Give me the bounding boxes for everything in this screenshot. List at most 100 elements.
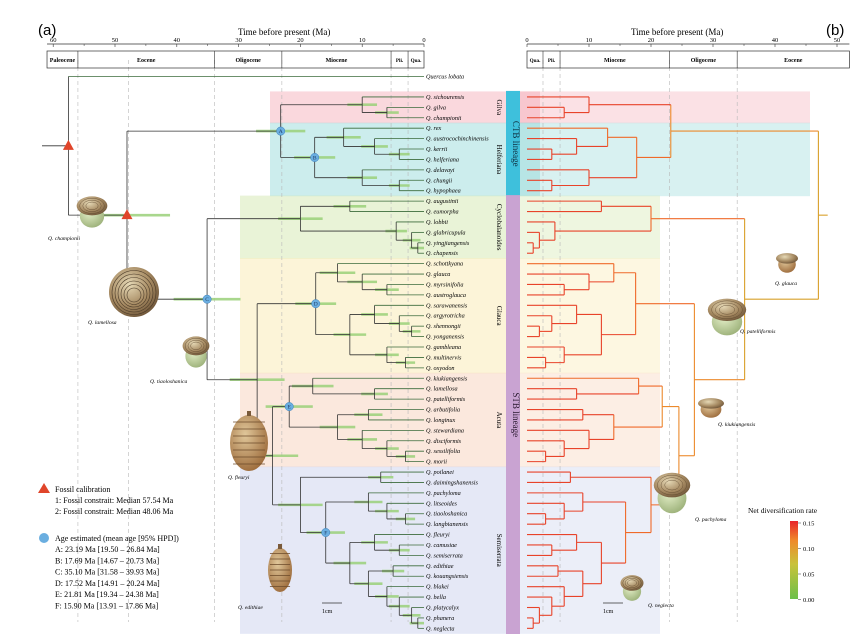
acorn-cup: [620, 575, 644, 591]
taxon-label: Q. kiukiangensis: [426, 375, 468, 382]
taxon-outgroup: Quercus lobata: [426, 74, 464, 81]
acorn-label: Q. tiaoloshanica: [150, 379, 187, 385]
band-right-semiserrata: [520, 466, 660, 634]
scale-label-left: 1cm: [322, 609, 333, 615]
legend-age-item: C: 35.10 Ma [31.58 – 39.93 Ma]: [55, 568, 160, 577]
acorn-illustration: Q. lamellosa: [88, 267, 159, 326]
acorn-ring: [185, 338, 207, 354]
acorn-cup: [653, 472, 691, 498]
epoch-right-0: Qua.: [530, 58, 542, 64]
epoch-right-1: Pli.: [548, 58, 556, 64]
taxon-label: Q. augustinii: [426, 198, 459, 205]
epoch-left-1: Eocene: [137, 58, 156, 64]
acorn-ring: [622, 576, 642, 590]
acorn-label: Q. glauca: [775, 281, 797, 287]
right-tick-label-50: 50: [834, 37, 841, 44]
acorn-ring: [85, 201, 99, 210]
acorn-ring: [190, 341, 202, 350]
acorn-illustration: Q. fleuryi: [228, 411, 268, 481]
acorn-label: Q. fleuryi: [228, 474, 250, 481]
rate-tick-label: 0.05: [803, 572, 814, 579]
ctb-lineage-label: CTB lineage: [511, 121, 521, 167]
rate-tick-label: 0.15: [803, 521, 814, 528]
taxon-label: Q. lamellosa: [426, 386, 458, 393]
taxon-label: Q. longinux: [426, 417, 455, 424]
taxon-label: Q. sichourensis: [426, 94, 465, 101]
right-tick-label-40: 40: [772, 37, 779, 44]
acorn-label: Q. pachyloma: [695, 517, 727, 523]
acorn-illustration: Q. glauca: [775, 253, 798, 287]
acorn-cup: [776, 253, 798, 264]
taxon-label: Q. stewardiana: [426, 427, 464, 434]
node-label-A: A: [279, 129, 283, 135]
taxon-label: Q. poilanei: [426, 469, 454, 476]
taxon-label: Q. fleuryi: [426, 532, 450, 539]
panel-label-b: (b): [826, 22, 844, 39]
node-label-F: F: [324, 531, 327, 537]
taxon-label: Q. shennongii: [426, 323, 461, 330]
legend-fossil-item: 1: Fossil constrait: Median 57.54 Ma: [55, 496, 174, 505]
acorn-ring: [719, 305, 735, 315]
taxon-label: Q. lobbii: [426, 219, 448, 226]
acorn-ring: [711, 300, 743, 319]
rate-tick-label: 0.00: [803, 597, 814, 604]
diversification-tree: [527, 96, 828, 629]
legend-age-item: A: 23.19 Ma [19.50 – 26.84 Ma]: [55, 545, 160, 554]
taxon-label: Q. arbutifolia: [426, 407, 460, 414]
taxon-label: Q. gambleana: [426, 344, 461, 351]
node-marker-C: [202, 294, 212, 304]
right-tick-label-10: 10: [586, 37, 593, 44]
legend-age-title: Age estimated (mean age [95% HPD]): [55, 534, 179, 543]
acorn-ring: [660, 477, 684, 493]
node-label-C: C: [205, 297, 209, 303]
acorn-label: Q. edithiae: [238, 605, 263, 611]
left-tick-label-30: 30: [235, 37, 242, 44]
node-marker-E: [284, 402, 294, 412]
taxon-label: Q. helferiana: [426, 156, 459, 163]
node-marker-A: [276, 126, 286, 136]
acorn-ring: [715, 302, 739, 317]
fossil-calibration-2: [121, 209, 133, 220]
acorn-ring: [79, 198, 105, 214]
acorn-label: Q. kiukiangensis: [718, 422, 755, 428]
taxon-label: Q. chungii: [426, 177, 452, 184]
epoch-right-2: Miocene: [604, 58, 626, 64]
right-tick-label-30: 30: [710, 37, 717, 44]
taxon-label: Q. oxyodon: [426, 365, 455, 372]
acorn-ring: [126, 287, 142, 303]
node-marker-D: [311, 299, 321, 309]
taxon-label: Q. morii: [426, 459, 447, 466]
legend-fossil-icon: [38, 483, 50, 493]
taxon-label: Q. patelliformis: [426, 396, 466, 403]
taxon-label: Q. glauca: [426, 271, 450, 278]
acorn-ring: [82, 199, 102, 212]
acorn-cup: [76, 196, 108, 216]
taxon-label: Q. bella: [426, 594, 446, 601]
taxon-label: Q. litseoides: [426, 500, 458, 507]
taxon-label: Q. rex: [426, 125, 441, 132]
legend-node-icon: [39, 533, 49, 543]
taxon-label: Q. kerrii: [426, 146, 448, 153]
rate-colorbar: [790, 521, 798, 599]
acorn-ring: [114, 273, 154, 313]
taxon-label: Q. camusiae: [426, 542, 457, 549]
taxon-label: Q. eumorpha: [426, 209, 459, 216]
taxon-label: Q. neglecta: [426, 625, 455, 632]
epoch-left-4: Pli.: [396, 58, 404, 64]
acorn-label: Q. championii: [48, 236, 80, 242]
epoch-bar-left: [46, 50, 425, 69]
right-tick-label-20: 20: [648, 37, 655, 44]
epoch-right-3: Oligocene: [691, 58, 717, 64]
group-label-cyclobalanoides: Cyclobalanoides: [495, 204, 503, 251]
acorn-illustrations: Q. championii Q. lamellosa Q. tiaoloshanic…: [48, 196, 798, 615]
acorn-illustration: Q. patelliformis: [707, 298, 775, 336]
acorn-ring: [123, 284, 145, 305]
acorn-cup: [707, 298, 747, 321]
left-tick-label-40: 40: [174, 37, 181, 44]
taxon-label: Q. gilva: [426, 104, 446, 111]
taxon-label: Q. semiserrata: [426, 552, 463, 559]
acorn-tip: [278, 544, 282, 549]
taxon-label: Q. myrsinifolia: [426, 281, 463, 288]
band-right-helferiana: [520, 122, 810, 197]
